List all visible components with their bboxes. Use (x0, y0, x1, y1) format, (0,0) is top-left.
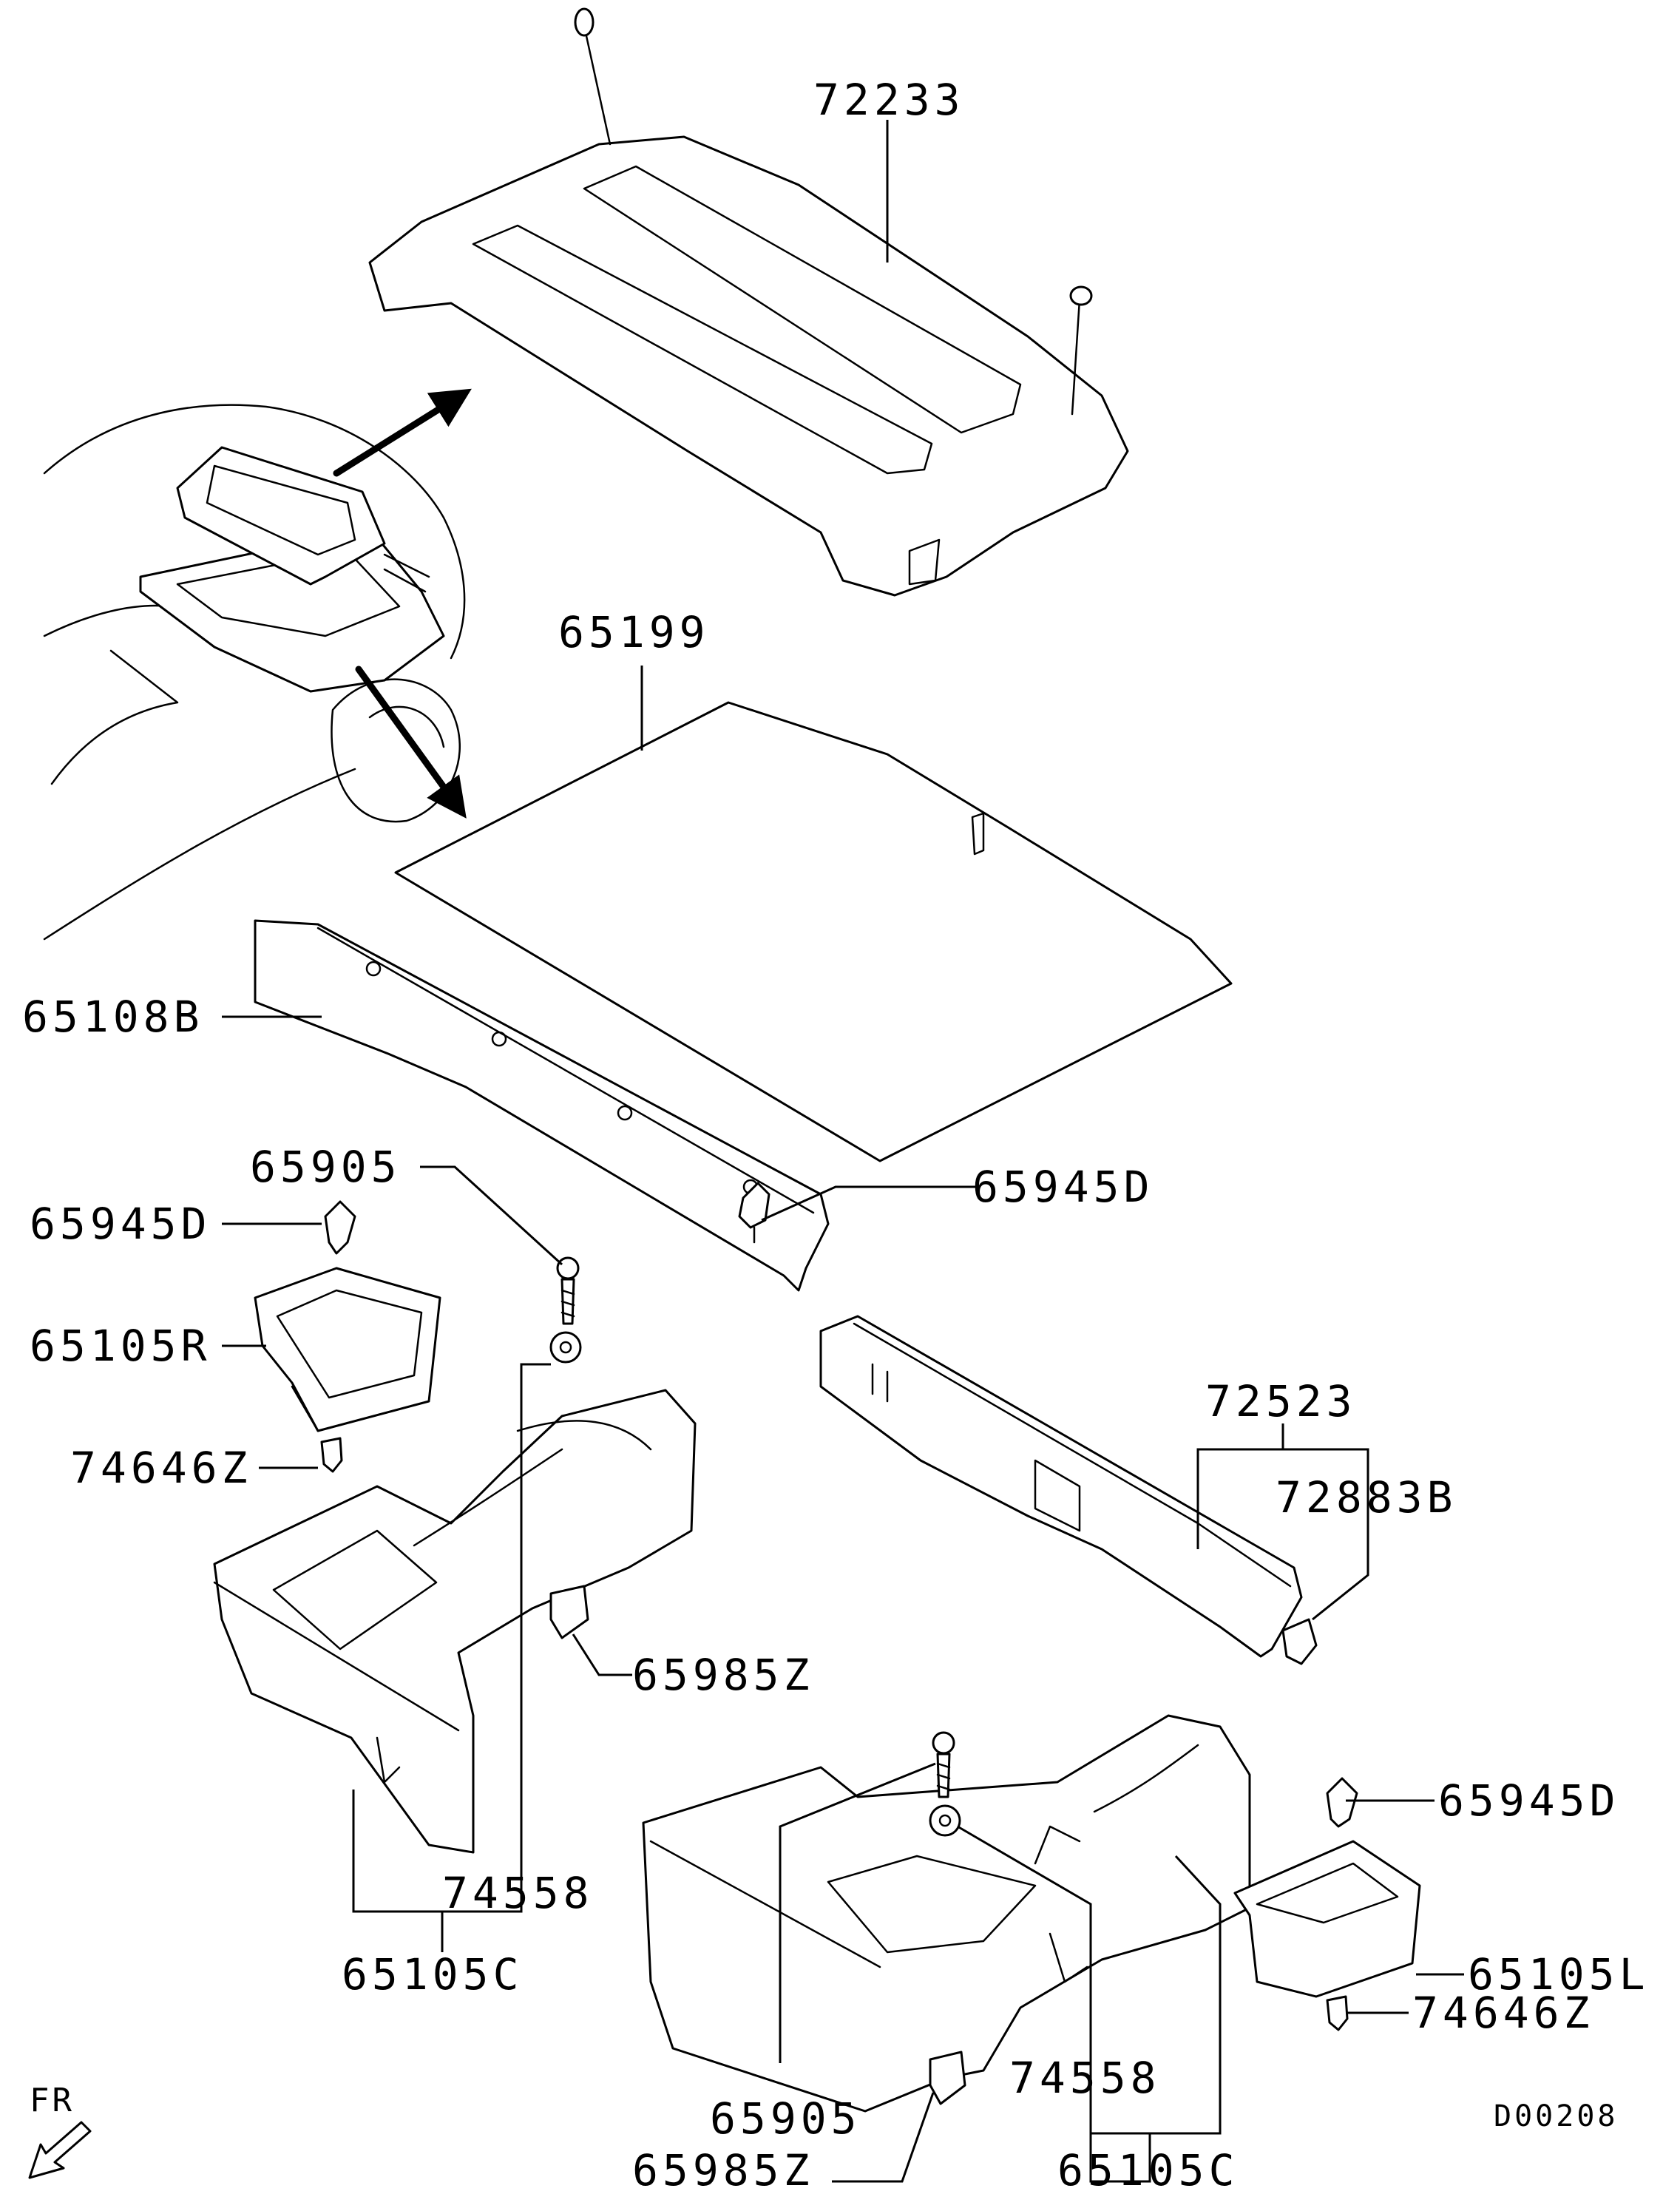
clip-65945D-upper (738, 1182, 770, 1244)
ceiling-tray-assembly (139, 446, 445, 693)
label-65905-left: 65905 (250, 1142, 402, 1192)
label-65105L: 65105L (1468, 1949, 1650, 2000)
nut-74558-left (549, 1331, 582, 1364)
trunk-mat-65199 (394, 701, 1233, 1162)
label-65199: 65199 (558, 607, 710, 657)
sill-trim-72523 (819, 1315, 1303, 1658)
trunk-trim-65108B (254, 919, 830, 1292)
clip-65945D-right (1326, 1777, 1358, 1828)
screw-65905-right (932, 1731, 955, 1798)
label-65985Z-left: 65985Z (632, 1650, 814, 1700)
label-65945D-left: 65945D (30, 1199, 211, 1249)
parcel-shelf-72233 (368, 135, 1129, 597)
screw-65905-left (556, 1256, 580, 1325)
floor-tub-right-65105C (642, 1714, 1251, 2113)
label-65108B: 65108B (22, 992, 204, 1042)
label-65105C-right: 65105C (1057, 2145, 1239, 2194)
front-direction-indicator: FR (28, 2082, 92, 2179)
front-label: FR (30, 2082, 75, 2119)
side-box-65105R (254, 1267, 441, 1432)
direction-arrow-lower (355, 666, 467, 819)
leader-lines (222, 120, 1464, 2183)
clip-74646Z-right (1326, 1995, 1349, 2031)
label-72523: 72523 (1205, 1376, 1357, 1426)
label-65985Z-right: 65985Z (632, 2145, 814, 2194)
label-65905-right: 65905 (710, 2093, 861, 2144)
floor-tub-left-65105C (213, 1389, 697, 1854)
nut-74558-right (929, 1804, 961, 1837)
shelf-strings (574, 7, 1093, 416)
clip-65985Z-right (929, 2051, 966, 2105)
label-74646Z-left: 74646Z (70, 1443, 252, 1493)
label-65105C-left: 65105C (342, 1949, 524, 2000)
clip-65945D-left (324, 1200, 356, 1255)
label-65945D-upper: 65945D (972, 1162, 1154, 1212)
clip-65985Z-left (549, 1585, 589, 1639)
label-72883B: 72883B (1276, 1472, 1457, 1523)
diagram-code: D00208 (1494, 2099, 1619, 2133)
side-box-65105L (1233, 1840, 1421, 1998)
label-72233: 72233 (813, 75, 965, 125)
label-65945D-right: 65945D (1438, 1775, 1620, 1826)
label-74646Z-right: 74646Z (1412, 1988, 1594, 2038)
label-74558-left: 74558 (442, 1868, 594, 1918)
label-65105R: 65105R (30, 1321, 211, 1371)
direction-arrow-upper (333, 388, 472, 477)
clip-74646Z-left (320, 1437, 343, 1473)
label-74558-right: 74558 (1009, 2053, 1161, 2103)
clip-72883B (1281, 1618, 1318, 1665)
